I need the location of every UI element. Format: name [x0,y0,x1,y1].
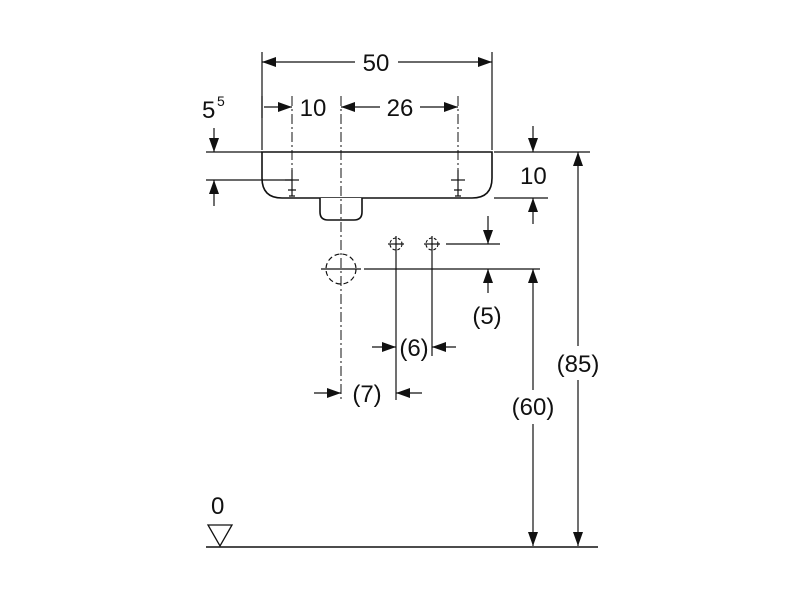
dim-tap-offset [261,96,292,118]
label-floor-level: 0 [211,493,224,520]
label-tap-offset: 10 [300,95,327,122]
dim-drain-height [528,269,538,546]
label-drain-height: (60) [512,394,555,421]
label-overall-width: 50 [363,50,390,77]
floor-level-marker [206,524,234,548]
dim-basin-height [494,126,590,224]
label-supply-spacing: (6) [399,335,428,362]
dim-rim-height [573,152,583,546]
supply-connection-left [388,236,404,400]
supply-connection-right [424,236,440,356]
dim-supply-spacing [372,342,456,352]
label-left-offset: 5 [202,97,215,124]
drain-connection-symbol [321,253,361,285]
label-drain-to-supply: (7) [352,381,381,408]
washbasin-outline [261,151,493,221]
label-supply-gap: (5) [472,303,501,330]
dim-drain-to-supply [314,388,422,398]
label-rim-height: (85) [557,351,600,378]
label-left-offset-sup: 5 [217,93,225,109]
dim-supply-gap [364,216,540,293]
dim-tap-spacing [341,102,458,112]
dim-left-offset [206,128,292,206]
label-basin-height: 10 [520,163,547,190]
label-tap-spacing: 26 [387,95,414,122]
